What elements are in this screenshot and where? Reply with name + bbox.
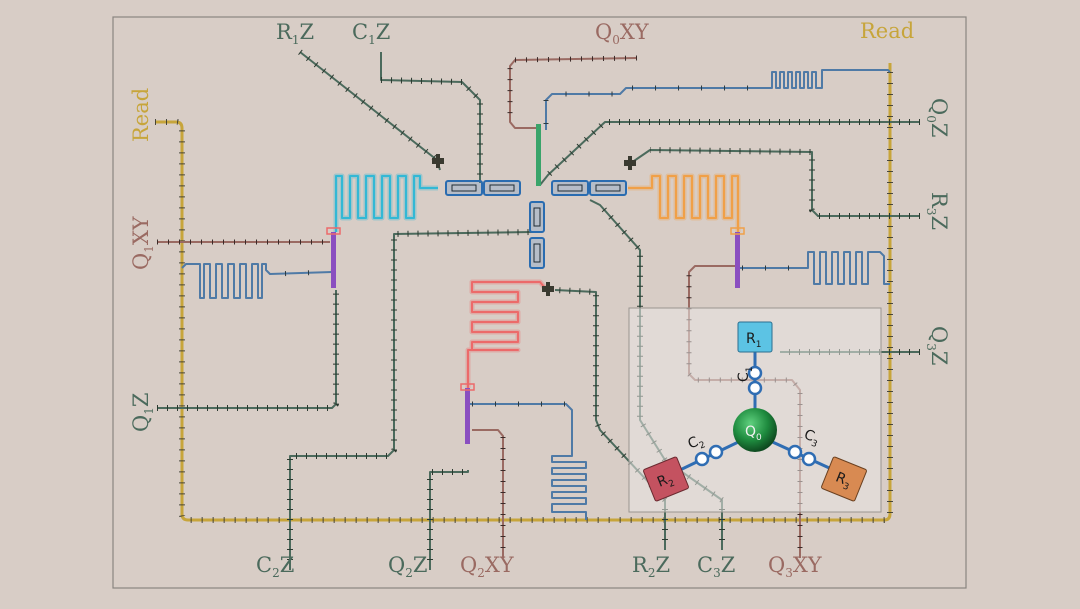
couplers [445,180,627,269]
qubit-bars [326,227,745,444]
label-q3xy: Q3XY [768,553,823,580]
r3-resonator [628,173,741,232]
read-line [155,63,893,523]
label-q2xy: Q2XY [460,553,515,580]
r3-node [821,456,867,502]
r1-resonator [333,173,438,232]
coupler-c3-circles [787,444,817,467]
label-q0xy: Q0XY [595,20,650,47]
q0-node [733,408,777,452]
label-c3z: C3Z [697,553,735,580]
xy-line-ticks [157,55,803,548]
squid-markers [432,154,636,296]
coupler-c2-circles [694,444,724,467]
label-q1z: Q1Z [129,393,156,432]
label-read-left: Read [129,88,153,142]
r1-node [737,321,773,353]
label-read-top: Read [860,19,914,43]
label-r3z: R3Z [924,192,951,230]
q0-bus [536,124,541,186]
label-q0z: Q0Z [924,98,951,137]
readout-resonators [181,69,891,520]
label-c2z: C2Z [256,553,294,580]
r2-resonator [465,279,547,388]
c3-label: C3 [800,427,822,450]
r2-node [643,456,689,502]
label-c1z: C1Z [352,20,390,47]
c1-label: C1 [736,366,755,382]
label-r1z: R1Z [276,20,314,47]
coupler-c1-circles [747,365,763,396]
coupler-inner [451,184,621,263]
label-r2z: R2Z [632,553,670,580]
chip-frame [112,16,967,589]
label-q2z: Q2Z [388,553,427,580]
q0-node-label: Q0 [745,424,762,443]
label-q3z: Q3Z [924,326,951,365]
label-q1xy: Q1XY [129,215,156,270]
readout-resonator-ticks [271,85,806,407]
r3-node-label: R3 [832,470,853,493]
r1-node-label: R1 [746,331,761,350]
